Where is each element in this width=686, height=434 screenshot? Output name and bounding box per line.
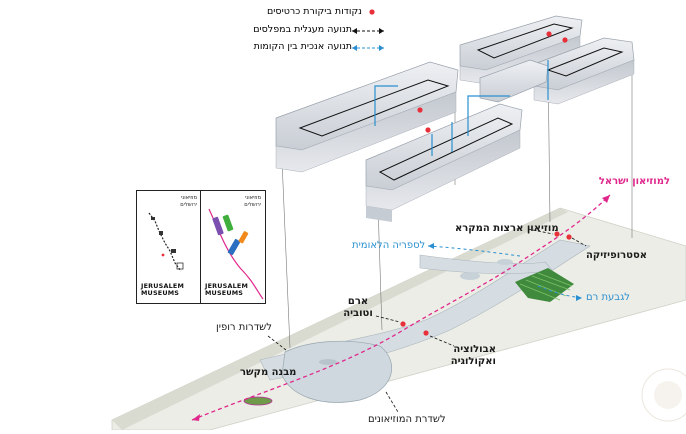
card-block-green bbox=[222, 214, 234, 232]
legend-visitor-points-label: נקודות ביקורת כרטיסים bbox=[266, 6, 362, 17]
card-brand-line2: MUSEUMS bbox=[205, 288, 244, 297]
building-center bbox=[479, 59, 549, 103]
route-arrowhead bbox=[602, 195, 610, 203]
label-national-library: לספריה הלאומית bbox=[352, 240, 426, 251]
ticket-point bbox=[423, 330, 429, 336]
card-brand-line1: JERUSALEM bbox=[205, 281, 248, 290]
ticket-point bbox=[546, 31, 552, 37]
ticket-point bbox=[425, 127, 431, 133]
circular-movement-paths bbox=[298, 23, 624, 181]
legend-ticket-swatch bbox=[369, 9, 375, 15]
ground-blob-2 bbox=[460, 272, 480, 280]
vertical-movement-paths bbox=[374, 60, 549, 156]
leader-line bbox=[429, 335, 455, 347]
site-plan bbox=[111, 207, 686, 431]
card-header: מוזיאוני ירושלים bbox=[244, 195, 261, 208]
legend-symbols bbox=[352, 9, 384, 51]
card-map bbox=[208, 208, 264, 300]
ticket-points bbox=[400, 31, 572, 336]
side-path-upper bbox=[419, 254, 553, 274]
circular-loop bbox=[546, 47, 624, 77]
label-museums-blvd: לשדרת המוזיאונים bbox=[368, 414, 446, 425]
circular-loop bbox=[378, 117, 514, 181]
seal-ring bbox=[641, 368, 686, 422]
card-brand: JERUSALEM MUSEUMS bbox=[205, 281, 248, 297]
building-south-base bbox=[366, 206, 392, 222]
label-givat-ram: לגבעת רם bbox=[586, 292, 630, 303]
card-map bbox=[148, 212, 184, 272]
card-brand-line1: JERUSALEM bbox=[141, 281, 184, 290]
label-leaders bbox=[267, 228, 587, 413]
ticket-point bbox=[417, 107, 423, 113]
ticket-point bbox=[566, 234, 572, 240]
card-brand-line2: MUSEUMS bbox=[141, 288, 180, 297]
legend-vertical-arrow-left bbox=[352, 45, 357, 51]
card-block-blue bbox=[227, 238, 241, 256]
building-east-side bbox=[533, 59, 635, 105]
card-block bbox=[171, 249, 176, 253]
legend-vertical-movement: תנועה אנכית בין הקומות bbox=[254, 41, 352, 55]
inset-card-site: מוזיאוני ירושלים JERUSALEM MUSEUMS bbox=[136, 190, 202, 304]
leader-line bbox=[571, 237, 587, 247]
label-bible-lands: מוזיאון ארצות המקרא bbox=[455, 223, 559, 234]
circular-loop bbox=[298, 79, 450, 137]
vertical-path bbox=[374, 85, 398, 126]
legend-vertical-arrow-right bbox=[379, 45, 384, 51]
leader-line bbox=[267, 335, 287, 351]
card-block-purple bbox=[212, 216, 224, 236]
card-header-line1: מוזיאוני bbox=[244, 195, 261, 201]
givat-ram-route-arrowhead bbox=[576, 295, 582, 301]
legend-circular-movement: תנועה מעגלית במפלסים bbox=[253, 24, 352, 38]
card-block bbox=[151, 217, 155, 220]
label-aram-tuvia: ארם וטוביה bbox=[343, 296, 373, 319]
ticket-point bbox=[554, 231, 560, 237]
seal-core bbox=[654, 381, 682, 409]
ticket-point bbox=[400, 321, 406, 327]
vertical-path bbox=[467, 95, 510, 136]
card-header-line2: ירושלים bbox=[244, 201, 261, 208]
main-route bbox=[191, 194, 611, 421]
seal-watermark bbox=[641, 368, 686, 422]
card-brand: JERUSALEM MUSEUMS bbox=[141, 281, 184, 297]
card-marker bbox=[161, 253, 165, 257]
card-block bbox=[176, 262, 184, 270]
card-header: מוזיאוני ירושלים bbox=[180, 195, 197, 208]
circular-loop bbox=[476, 23, 574, 59]
leader-line bbox=[527, 228, 554, 235]
label-evolution: אבולוציה ואקולוגיה bbox=[450, 344, 496, 367]
legend-circular-arrow-left bbox=[352, 28, 357, 34]
card-block-orange bbox=[238, 231, 249, 244]
card-block bbox=[159, 231, 163, 235]
ticket-point bbox=[562, 37, 568, 43]
leader-line bbox=[385, 391, 399, 413]
ground-blob-1 bbox=[497, 259, 513, 265]
legend-circular-movement-label: תנועה מעגלית במפלסים bbox=[253, 24, 352, 35]
garden-oval bbox=[243, 396, 273, 406]
label-connecting-building: מבנה מקשר bbox=[240, 367, 297, 378]
legend-vertical-movement-label: תנועה אנכית בין הקומות bbox=[253, 41, 352, 52]
ground-blob-3 bbox=[319, 359, 337, 365]
library-route-arrowhead bbox=[428, 243, 434, 249]
connecting-building bbox=[281, 340, 393, 403]
legend-visitor-points: נקודות ביקורת כרטיסים bbox=[267, 6, 362, 20]
route-arrowhead bbox=[192, 414, 200, 421]
card-header-line1: מוזיאוני bbox=[180, 195, 197, 201]
leader-line bbox=[375, 315, 401, 323]
building-west-side bbox=[275, 91, 457, 173]
projection-line bbox=[377, 204, 383, 331]
card-header-line2: ירושלים bbox=[180, 201, 197, 208]
legend-circular-arrow-right bbox=[379, 28, 384, 34]
label-astrophysics: אסטרופיזיקה bbox=[586, 250, 648, 261]
projection-line bbox=[281, 159, 291, 349]
card-route bbox=[148, 212, 182, 272]
green-patch-stripes bbox=[519, 272, 573, 301]
label-ruppin: לשדרות רופין bbox=[216, 322, 272, 333]
label-israel-museum: למוזיאון ישראל bbox=[598, 176, 670, 187]
inset-card-colored: מוזיאוני ירושלים JERUSALEM MUSEUMS bbox=[200, 190, 266, 304]
